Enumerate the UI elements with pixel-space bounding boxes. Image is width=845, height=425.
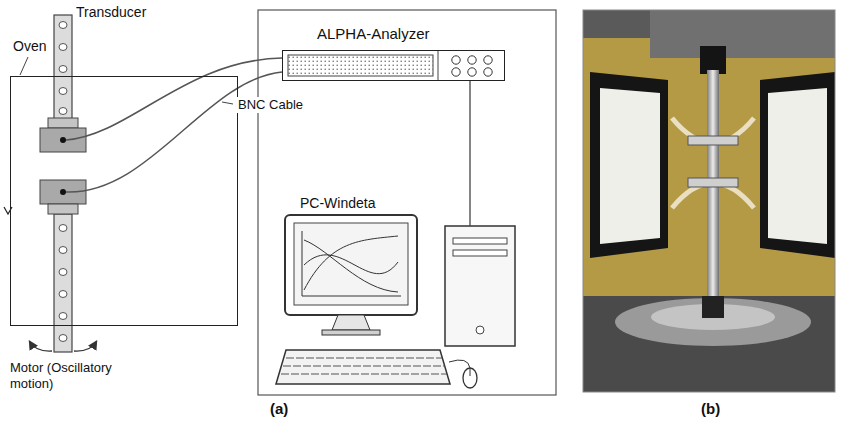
panel-tag: (a) — [270, 400, 288, 418]
node-heading: ALPHA-Analyzer — [317, 25, 430, 43]
leader-line — [20, 57, 28, 75]
computer-icon — [276, 215, 515, 388]
part-label: Transducer — [76, 4, 146, 21]
analyzer-front — [288, 50, 492, 81]
analyzer-box: ALPHA-Analyzer — [282, 50, 505, 81]
oven-box: Oven — [10, 76, 238, 326]
panel-tag: (b) — [701, 400, 720, 418]
panel-frame — [258, 10, 556, 395]
motor-label: Motor (Oscillatory motion) — [10, 360, 142, 391]
leader-line — [222, 102, 233, 104]
cable-label: BNC Cable — [236, 97, 305, 113]
signal-line — [469, 81, 470, 226]
node-heading: Oven — [13, 38, 46, 55]
electrode-fixture — [40, 118, 86, 214]
instrument-photo — [583, 10, 835, 392]
computer-group: PC-Windeta — [278, 226, 525, 388]
rotation-arrow — [30, 342, 96, 351]
node-heading: PC-Windeta — [300, 195, 375, 212]
bnc-cable — [66, 58, 282, 192]
